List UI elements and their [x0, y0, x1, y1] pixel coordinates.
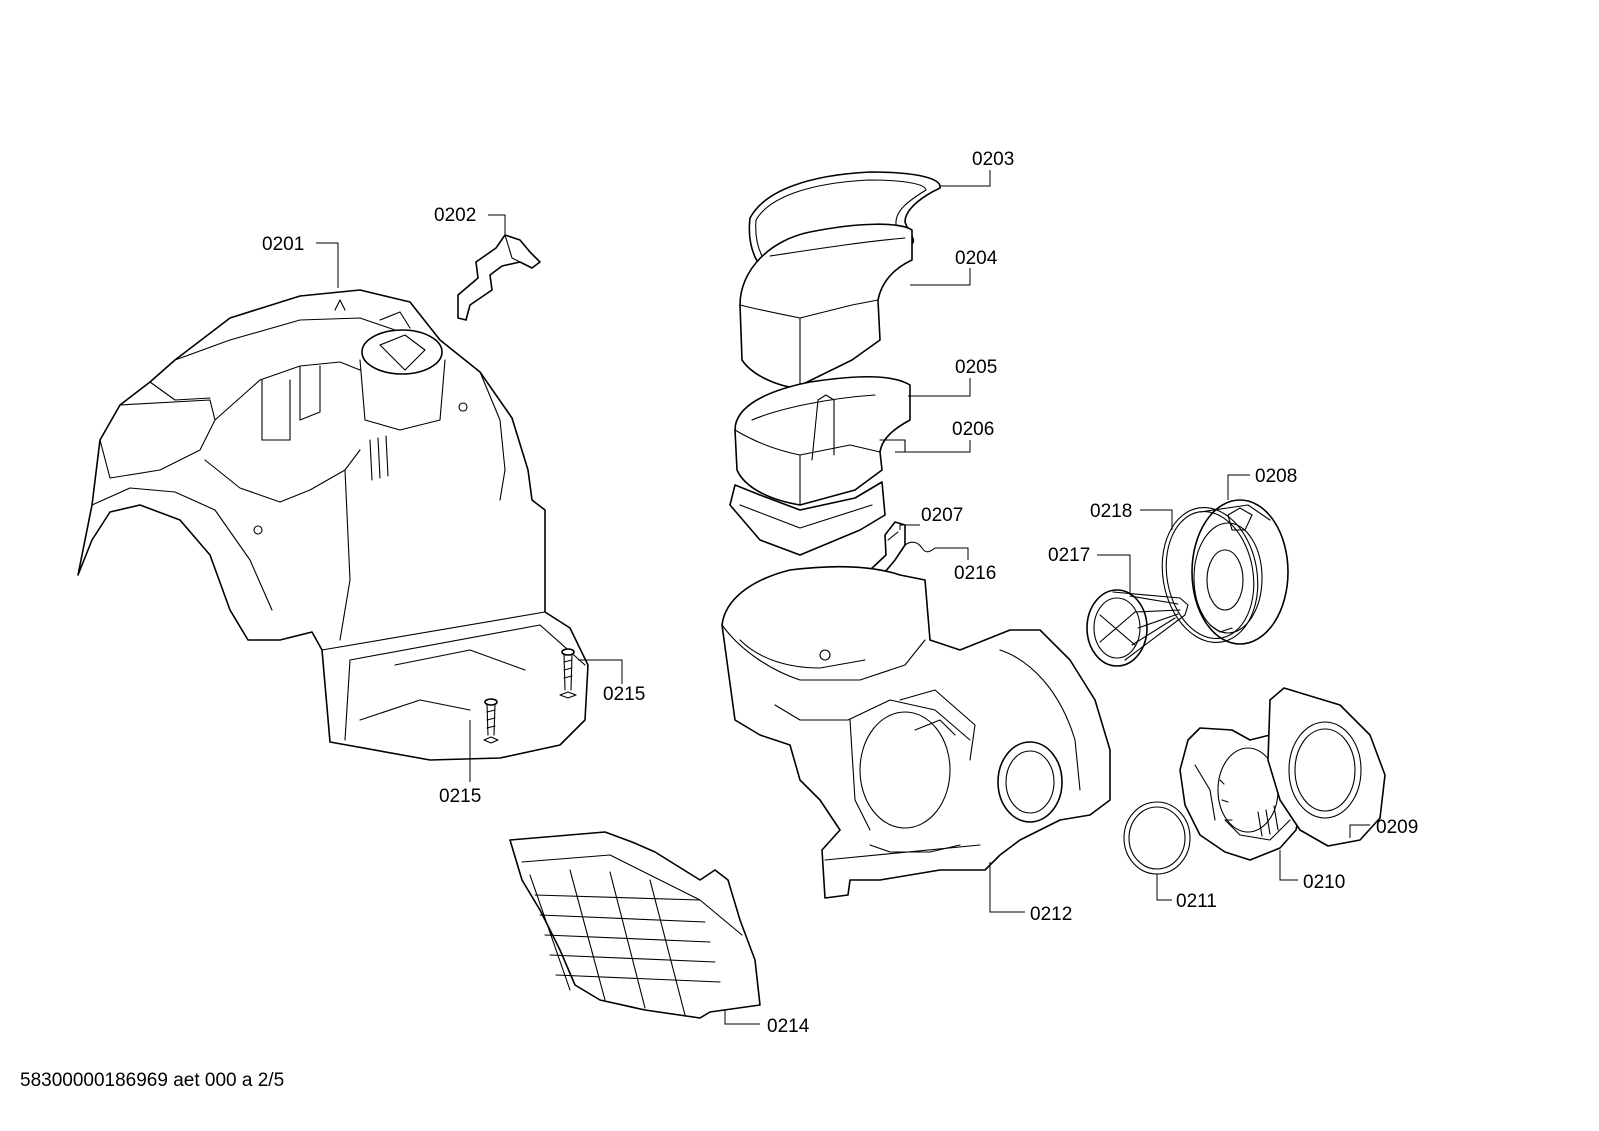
leader-0211: [1156, 874, 1172, 901]
callout-0215a: 0215: [603, 684, 645, 705]
part-0218-ring[interactable]: [1152, 500, 1268, 650]
leader-0215a: [578, 659, 623, 684]
part-0204-container[interactable]: [739, 223, 913, 389]
part-0201-housing-shell[interactable]: [77, 289, 589, 761]
callout-0209: 0209: [1376, 817, 1418, 838]
leader-0209: [1349, 824, 1370, 838]
leader-0208: [1227, 474, 1250, 500]
leader-0218: [1140, 509, 1173, 530]
callout-0217: 0217: [1048, 545, 1090, 566]
document-id: 58300000186969 aet 000 a 2/5: [20, 1070, 284, 1091]
callout-0207: 0207: [921, 505, 963, 526]
callout-0211: 0211: [1176, 891, 1217, 912]
callout-0208: 0208: [1255, 466, 1297, 487]
leader-0202: [488, 214, 506, 235]
leader-0206: [895, 440, 971, 453]
leader-0212: [989, 862, 1025, 913]
part-0206-gasket[interactable]: [729, 439, 906, 556]
callout-0210: 0210: [1303, 872, 1345, 893]
leader-0204: [910, 268, 971, 286]
part-0209-cover[interactable]: [1267, 687, 1386, 847]
leader-0201: [316, 242, 339, 288]
part-0215-screw-a[interactable]: [559, 648, 577, 699]
callout-0202: 0202: [434, 205, 476, 226]
part-0215-screw-b[interactable]: [483, 698, 499, 744]
leader-0207: [899, 524, 920, 530]
part-0208-cap[interactable]: [1191, 499, 1289, 645]
leader-0214: [724, 1010, 760, 1025]
part-0211-oring[interactable]: [1123, 801, 1191, 875]
callout-0216: 0216: [954, 563, 996, 584]
leader-0203: [940, 170, 991, 187]
part-0202-bracket[interactable]: [457, 234, 541, 321]
part-0212-base-body[interactable]: [721, 565, 1111, 899]
leader-0217: [1097, 554, 1131, 595]
leader-0216: [935, 547, 969, 560]
callout-0218: 0218: [1090, 501, 1132, 522]
part-0217-cone-filter[interactable]: [1086, 589, 1189, 667]
callout-0214: 0214: [767, 1016, 810, 1037]
callout-0201: 0201: [262, 234, 304, 255]
callout-0212: 0212: [1030, 904, 1072, 925]
leader-lines: [316, 170, 1370, 1025]
part-0214-grille[interactable]: [509, 831, 761, 1019]
part-0216-spring[interactable]: [904, 541, 936, 553]
callout-0205: 0205: [955, 357, 997, 378]
callout-0215b: 0215: [439, 786, 481, 807]
part-0205-inner-tray[interactable]: [734, 376, 911, 506]
callout-0203: 0203: [972, 149, 1014, 170]
callout-0206: 0206: [952, 419, 994, 440]
callout-0204: 0204: [955, 248, 998, 269]
leader-0210: [1279, 850, 1298, 881]
leader-0205: [908, 378, 971, 397]
callout-labels: 0201 0202 0203 0204 0205 0206 0207 0216 …: [262, 149, 1418, 1037]
